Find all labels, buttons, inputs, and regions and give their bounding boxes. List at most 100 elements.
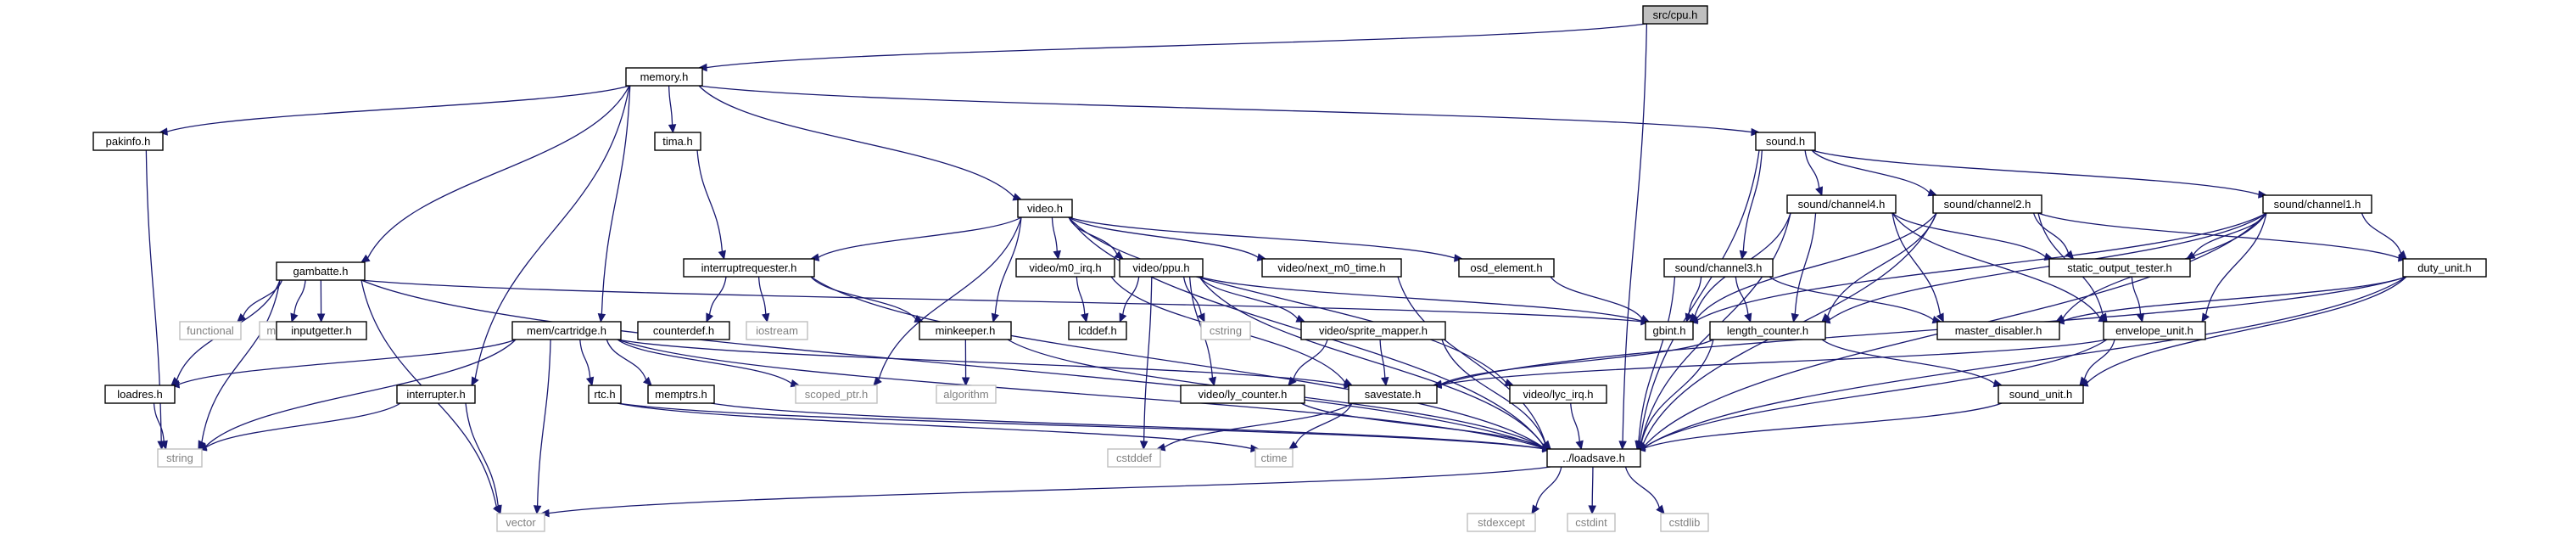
edge-line bbox=[1379, 339, 1386, 379]
arrowhead bbox=[961, 377, 970, 387]
node-loadsave[interactable]: ../loadsave.h bbox=[1546, 448, 1641, 468]
node-box bbox=[1546, 448, 1641, 468]
edge-line bbox=[205, 339, 517, 447]
edge-memory-to-interrupter bbox=[471, 85, 630, 387]
node-mem_cartridge[interactable]: mem/cartridge.h bbox=[511, 321, 622, 340]
node-video_ppu[interactable]: video/ppu.h bbox=[1119, 258, 1204, 278]
node-sound_channel2[interactable]: sound/channel2.h bbox=[1932, 194, 2042, 214]
node-video_next_m0_time[interactable]: video/next_m0_time.h bbox=[1261, 258, 1402, 278]
node-label: iostream bbox=[756, 324, 798, 337]
edge-video_ly_counter-to-loadsave bbox=[1300, 402, 1552, 452]
edge-line bbox=[465, 402, 499, 507]
node-pakinfo[interactable]: pakinfo.h bbox=[92, 132, 164, 151]
arrowhead bbox=[597, 312, 606, 323]
node-label: string bbox=[166, 452, 193, 464]
node-video[interactable]: video.h bbox=[1017, 199, 1073, 218]
node-box bbox=[179, 321, 242, 340]
edge-line bbox=[617, 402, 1252, 449]
node-length_counter[interactable]: length_counter.h bbox=[1709, 321, 1826, 340]
edge-sound_channel4-to-length_counter bbox=[1791, 212, 1817, 323]
edge-cpu-to-loadsave bbox=[1618, 23, 1648, 451]
arrowhead bbox=[1504, 379, 1515, 387]
node-label: gbint.h bbox=[1652, 324, 1685, 337]
edge-line bbox=[1122, 276, 1140, 315]
node-counterdef[interactable]: counterdef.h bbox=[637, 321, 730, 340]
node-lcddef[interactable]: lcddef.h bbox=[1068, 321, 1127, 340]
node-box bbox=[919, 321, 1012, 340]
node-label: osd_element.h bbox=[1470, 261, 1542, 274]
node-sound_channel1[interactable]: sound/channel1.h bbox=[2262, 194, 2372, 214]
node-static_output_tester[interactable]: static_output_tester.h bbox=[2048, 258, 2191, 278]
arrowhead bbox=[2079, 376, 2088, 386]
edge-video_sprite_mapper-to-video_ly_counter bbox=[1288, 339, 1328, 386]
node-label: interruptrequester.h bbox=[701, 261, 797, 274]
node-inputgetter[interactable]: inputgetter.h bbox=[276, 321, 367, 340]
node-tima[interactable]: tima.h bbox=[654, 132, 701, 151]
node-box bbox=[1200, 321, 1251, 340]
node-rtc[interactable]: rtc.h bbox=[588, 385, 622, 404]
edge-interrupter-to-string bbox=[197, 402, 401, 452]
node-savestate[interactable]: savestate.h bbox=[1348, 385, 1438, 404]
node-vector: vector bbox=[496, 513, 545, 532]
edge-sound_unit-to-loadsave bbox=[1635, 402, 2003, 452]
node-label: inputgetter.h bbox=[291, 324, 352, 337]
node-memptrs[interactable]: memptrs.h bbox=[647, 385, 715, 404]
node-loadres[interactable]: loadres.h bbox=[104, 385, 176, 404]
node-video_ly_counter[interactable]: video/ly_counter.h bbox=[1180, 385, 1305, 404]
arrowhead bbox=[533, 505, 542, 515]
edge-line bbox=[1199, 276, 1299, 319]
arrowhead bbox=[1381, 376, 1389, 387]
edge-line bbox=[698, 85, 1014, 198]
arrowhead bbox=[1618, 441, 1627, 451]
node-memory[interactable]: memory.h bbox=[625, 67, 703, 87]
node-interrupter[interactable]: interrupter.h bbox=[396, 385, 476, 404]
edge-loadsave-to-cstdlib bbox=[1624, 466, 1665, 514]
edge-line bbox=[1696, 212, 1937, 319]
node-sound_channel3[interactable]: sound/channel3.h bbox=[1663, 258, 1774, 278]
edge-line bbox=[710, 402, 1544, 450]
node-sound[interactable]: sound.h bbox=[1755, 132, 1816, 151]
edge-video-to-osd_element bbox=[1068, 216, 1464, 262]
edge-mem_cartridge-to-rtc bbox=[579, 339, 595, 387]
node-label: cstddef bbox=[1116, 452, 1152, 464]
node-box bbox=[276, 261, 366, 281]
node-box bbox=[92, 132, 164, 151]
node-box bbox=[1458, 258, 1555, 278]
node-box bbox=[1119, 258, 1204, 278]
node-gambatte[interactable]: gambatte.h bbox=[276, 261, 366, 281]
node-interruptrequester[interactable]: interruptrequester.h bbox=[683, 258, 815, 278]
node-label: lcddef.h bbox=[1078, 324, 1117, 337]
node-video_sprite_mapper[interactable]: video/sprite_mapper.h bbox=[1300, 321, 1446, 340]
node-box bbox=[1068, 321, 1127, 340]
edge-length_counter-to-sound_unit bbox=[1821, 339, 2003, 388]
node-box bbox=[625, 67, 703, 87]
arrowhead bbox=[1288, 376, 1297, 386]
node-master_disabler[interactable]: master_disabler.h bbox=[1936, 321, 2060, 340]
edge-memory-to-video bbox=[698, 85, 1023, 201]
node-label: functional bbox=[187, 324, 234, 337]
node-envelope_unit[interactable]: envelope_unit.h bbox=[2103, 321, 2206, 340]
node-sound_channel4[interactable]: sound/channel4.h bbox=[1786, 194, 1897, 214]
arrowhead bbox=[1791, 312, 1800, 323]
edge-line bbox=[1550, 276, 1643, 319]
node-duty_unit[interactable]: duty_unit.h bbox=[2402, 258, 2487, 278]
node-cpu[interactable]: src/cpu.h bbox=[1642, 5, 1708, 25]
node-sound_unit[interactable]: sound_unit.h bbox=[1998, 385, 2084, 404]
edge-line bbox=[1300, 402, 1544, 448]
node-osd_element[interactable]: osd_element.h bbox=[1458, 258, 1555, 278]
node-label: static_output_tester.h bbox=[2067, 261, 2172, 274]
node-box bbox=[1998, 385, 2084, 404]
edge-memory-to-mem_cartridge bbox=[597, 85, 631, 323]
node-box bbox=[2402, 258, 2487, 278]
node-minkeeper[interactable]: minkeeper.h bbox=[919, 321, 1012, 340]
node-box bbox=[511, 321, 622, 340]
node-gbint[interactable]: gbint.h bbox=[1645, 321, 1694, 340]
edge-line bbox=[1076, 276, 1086, 315]
edge-duty_unit-to-loadsave bbox=[1635, 276, 2407, 452]
node-video_m0_irq[interactable]: video/m0_irq.h bbox=[1015, 258, 1115, 278]
edge-sound_channel4-to-static_output_tester bbox=[1891, 212, 2054, 261]
node-label: sound/channel2.h bbox=[1944, 198, 2031, 211]
node-video_lyc_irq[interactable]: video/lyc_irq.h bbox=[1509, 385, 1607, 404]
node-label: scoped_ptr.h bbox=[805, 388, 868, 401]
edge-interruptrequester-to-counterdef bbox=[706, 276, 727, 323]
